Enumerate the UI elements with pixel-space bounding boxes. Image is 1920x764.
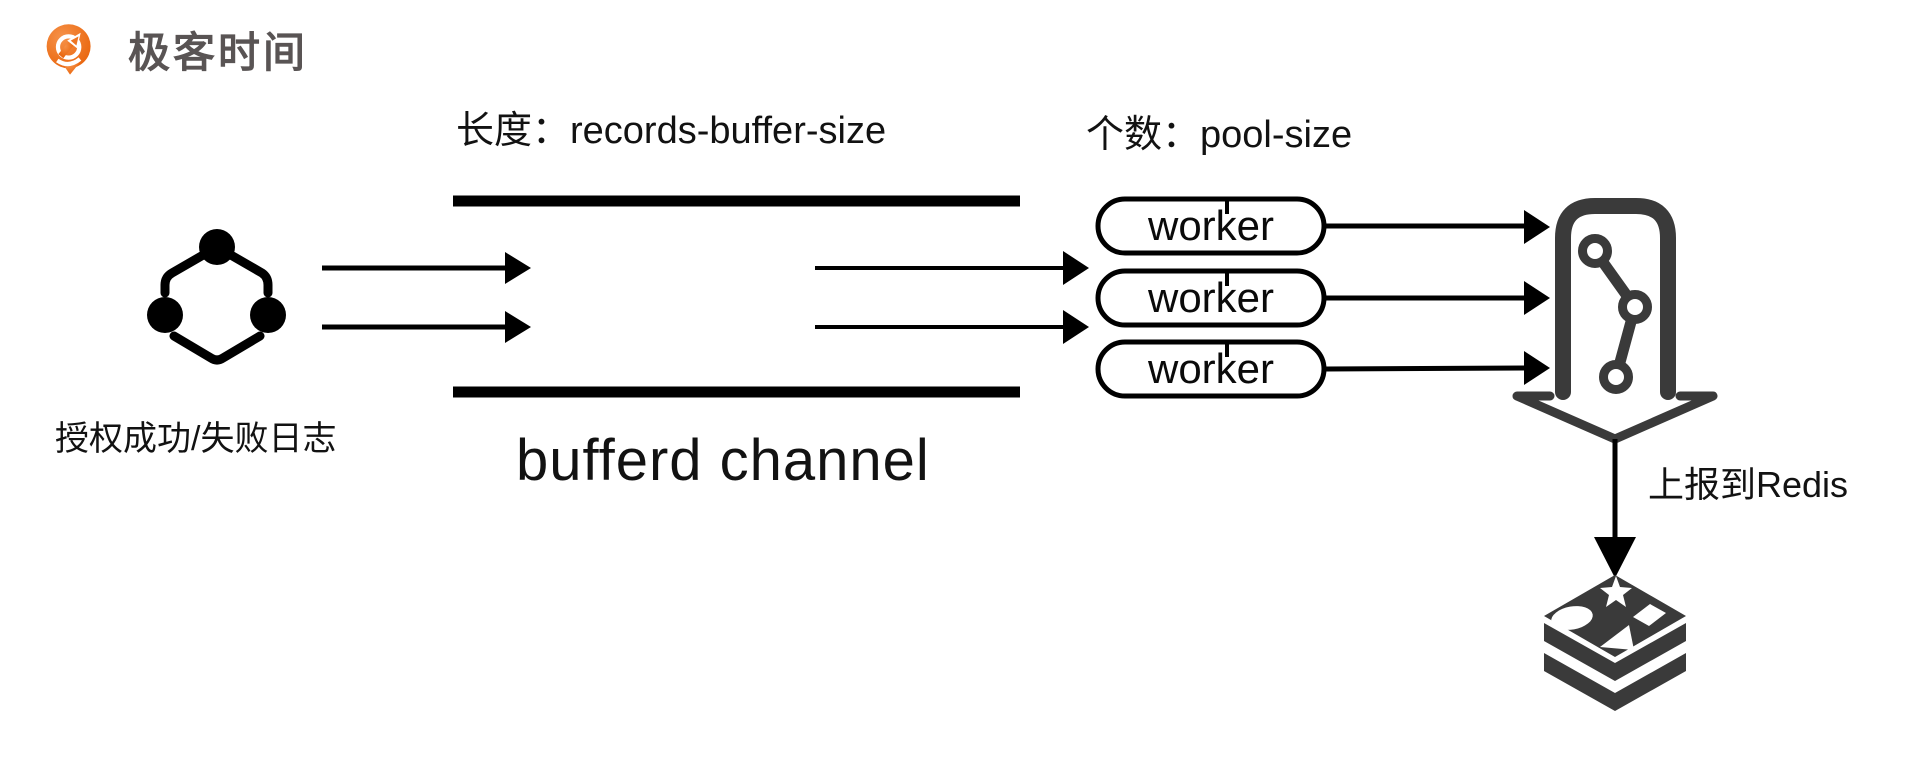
buffered-channel-walls [453,195,1020,398]
sink-flow-label: 上报到Redis [1648,464,1849,505]
worker-pills [1095,196,1327,399]
worker-pill [1095,268,1327,328]
channel-to-pool-arrows [815,251,1089,344]
brand-name: 极客时间 [128,29,309,76]
redis-stack-icon [1544,575,1686,711]
worker-pill [1095,196,1327,256]
worker-pill [1095,339,1327,399]
share-graph-icon [147,229,286,365]
brand-logo: 极客时间 [36,12,308,94]
geektime-logo-icon [46,24,91,75]
pool-to-collector-arrows [1325,210,1550,385]
source-label: 授权成功/失败日志 [55,420,337,458]
worker-label: worker [1147,274,1275,321]
source-to-channel-arrows [322,252,531,343]
pool-count-label: 个数：pool-size [1086,114,1353,156]
worker-label: worker [1147,345,1275,392]
channel-length-label: 长度：records-buffer-size [456,110,887,152]
channel-caption: bufferd channel [516,428,930,493]
collector-to-redis-arrow [1594,439,1636,578]
worker-label: worker [1147,202,1275,249]
funnel-arrow-commit-graph-icon [1512,198,1718,444]
